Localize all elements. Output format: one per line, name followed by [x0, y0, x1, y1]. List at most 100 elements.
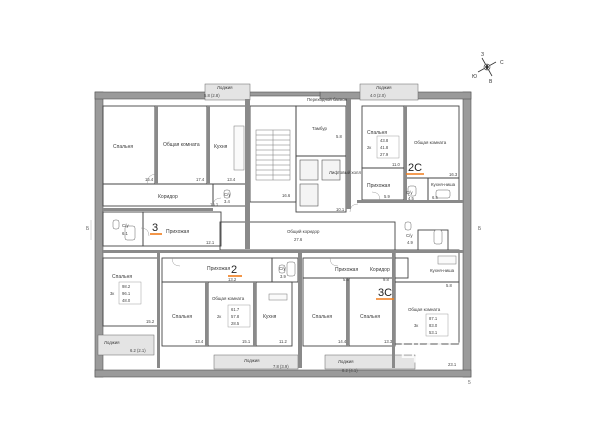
apt2c-badge: 2С [406, 162, 424, 175]
label-bath-tl: С/у [224, 192, 231, 197]
area-bedroom2-apt3c: 13.3 [384, 339, 393, 344]
table-apt2c: 2к 43.8 41.8 27.9 [367, 135, 400, 159]
area-bedroom1-apt3c: 14.4 [338, 339, 347, 344]
label-hall-apt2: Прихожая [207, 266, 230, 272]
label-kitchen-apt2: Кухня [263, 314, 277, 320]
label-living-apt2: Общая комната [212, 296, 245, 301]
apt3c-badge: 3С [376, 287, 394, 300]
label-bath-apt3c: С/у [406, 233, 413, 238]
lift-shafts [299, 159, 341, 207]
table-apt3c: 3к 87.1 83.0 53.1 [414, 313, 449, 337]
axis-label-right: Б [478, 226, 482, 232]
svg-text:98.2: 98.2 [122, 284, 131, 289]
svg-text:27.9: 27.9 [380, 152, 389, 157]
svg-text:28.5: 28.5 [231, 321, 240, 326]
label-bedroom2-apt3c: Спальня [360, 314, 380, 320]
label-hall-apt2c: Прихожая [367, 183, 390, 189]
svg-text:Ю: Ю [472, 74, 477, 80]
area-lift-hall: 10.1 [336, 207, 345, 212]
label-bedroom-apt2: Спальня [172, 314, 192, 320]
label-living-apt2c: Общая комната [414, 140, 447, 145]
area-corridor-tl: 15.1 [210, 202, 219, 207]
kitchen-counters [233, 125, 457, 301]
label-loggia-apt2: Лоджия [244, 358, 260, 363]
area-bath-apt3: 6.1 [122, 231, 128, 236]
area-loggia-apt3c: 8.2 (4.1) [342, 368, 358, 373]
label-transit-balcony: Переходной балкон [307, 97, 348, 102]
axis-label-left: Б [86, 226, 90, 232]
area-bedroom-apt2c: 11.0 [392, 162, 401, 167]
apt2-badge: 2 [228, 264, 242, 277]
label-kitchen-tl: Кухня [214, 144, 228, 150]
table-apt2: 2к 61.7 57.8 28.5 [217, 304, 251, 328]
area-kitchen-apt3c: 5.8 [446, 283, 452, 288]
svg-text:3к: 3к [110, 291, 114, 296]
svg-text:43.8: 43.8 [380, 138, 389, 143]
svg-text:2: 2 [231, 264, 237, 276]
label-hall-apt3c: Прихожая [335, 267, 358, 273]
label-kitchen-apt3c: Кухня-ниша [430, 268, 455, 273]
area-hall-apt2: 13.2 [228, 277, 237, 282]
area-common-corridor: 27.6 [294, 237, 303, 242]
svg-text:61.7: 61.7 [231, 307, 240, 312]
area-bedroom-apt2: 13.4 [195, 339, 204, 344]
area-hall-apt2c: 5.9 [384, 194, 390, 199]
label-bedroom-apt3: Спальня [112, 274, 132, 280]
label-kitchen-apt2c: Кухня-ниша [431, 182, 456, 187]
label-living-apt3c: Общая комната [408, 307, 441, 312]
watermark-logo: ЦИАН [400, 338, 463, 363]
label-loggia-apt3c: Лоджия [338, 359, 354, 364]
svg-text:3к: 3к [414, 323, 418, 328]
area-kitchen-tl: 13.4 [227, 177, 236, 182]
svg-text:53.1: 53.1 [429, 330, 438, 335]
inner-walls [103, 99, 463, 368]
label-lift-hall: Лифтовый холл [329, 170, 361, 175]
area-loggia-apt2c: 4.0 (2.0) [370, 93, 386, 98]
area-vestibule: 5.8 [336, 134, 342, 139]
area-living-tl: 17.4 [196, 177, 205, 182]
staircase [255, 129, 291, 181]
area-hall-apt3c: 5.5 [343, 277, 349, 282]
svg-text:3С: 3С [378, 287, 392, 299]
area-corridor-apt3c: 9.8 [383, 277, 389, 282]
svg-text:2к: 2к [367, 145, 371, 150]
svg-text:87.1: 87.1 [429, 316, 438, 321]
svg-text:83.0: 83.0 [429, 323, 438, 328]
label-loggia-tl: Лоджия [217, 85, 233, 90]
area-hall-apt3: 12.1 [206, 240, 215, 245]
area-bedroom-apt3: 15.2 [146, 319, 155, 324]
axis-label-bottom: 5 [468, 380, 471, 386]
label-bedroom1-apt3c: Спальня [312, 314, 332, 320]
area-kitchen-apt2c: 6.5 [432, 195, 438, 200]
svg-text:З: З [481, 52, 484, 58]
area-bath-apt2: 3.9 [280, 274, 286, 279]
area-stair: 16.6 [282, 193, 291, 198]
label-common-corridor: Общий коридор [287, 229, 320, 234]
label-hall-apt3: Прихожая [166, 229, 189, 235]
svg-text:С: С [500, 60, 504, 66]
apt3-badge: 3 [150, 222, 162, 235]
label-vestibule: Тамбур [312, 126, 327, 131]
label-living-tl: Общая комната [163, 142, 200, 148]
area-loggia-apt2: 7.8 (3.9) [273, 364, 289, 369]
area-living-apt3c: 23.1 [448, 362, 457, 367]
label-corridor-tl: Коридор [158, 194, 178, 200]
label-bedroom-tl: Спальня [113, 144, 133, 150]
area-bath-apt3c: 4.9 [407, 240, 413, 245]
door-swings [140, 173, 381, 267]
area-kitchen-apt2: 11.2 [279, 339, 288, 344]
label-bath-apt2c: С/у [406, 190, 413, 195]
svg-text:41.8: 41.8 [380, 145, 389, 150]
label-loggia-apt2c: Лоджия [376, 85, 392, 90]
svg-text:В: В [489, 79, 493, 85]
bath-fixtures [112, 185, 451, 277]
table-apt3: 3к 98.2 96.1 48.0 [110, 281, 142, 305]
svg-text:2к: 2к [217, 314, 221, 319]
label-bath-apt2: С/у [279, 266, 286, 271]
label-corridor-apt3c: Коридор [370, 267, 390, 273]
svg-text:96.1: 96.1 [122, 291, 131, 296]
area-bath-apt2c: 4.5 [408, 196, 414, 201]
area-living-apt2: 15.1 [242, 339, 251, 344]
label-loggia-apt3: Лоджия [104, 340, 120, 345]
svg-text:57.8: 57.8 [231, 314, 240, 319]
